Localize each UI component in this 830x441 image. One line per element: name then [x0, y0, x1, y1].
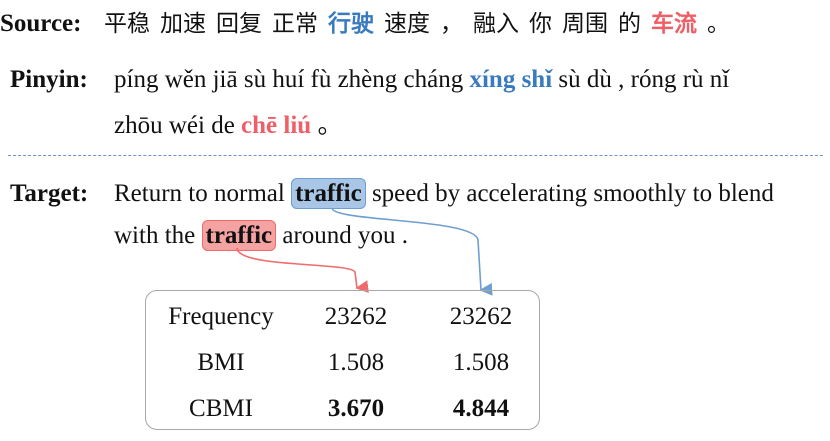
pinyin-text: zhōu wéi de [114, 112, 235, 139]
stat-value-bold: 4.844 [452, 395, 510, 422]
pinyin-row-2: zhōu wéi de chē liú 。 [114, 110, 342, 142]
target-highlight-blue: traffic [291, 178, 366, 209]
stat-value-bold: 3.670 [327, 395, 385, 422]
source-token-highlight-blue: 行驶 [328, 11, 374, 37]
target-row-1: Target: Return to normal traffic speed by… [10, 178, 774, 210]
source-token: 回复 [216, 11, 262, 37]
stat-value: 1.508 [452, 349, 510, 376]
red-arrow [236, 247, 369, 293]
source-token: 融入 [473, 11, 519, 37]
source-token: 正常 [272, 11, 318, 37]
source-token: 周围 [562, 11, 608, 37]
source-row: Source: 平稳加速回复正常行驶速度 ， 融入你周围的车流。 [0, 8, 740, 40]
pinyin-text: 。 [317, 112, 343, 139]
source-token: 你 [529, 11, 552, 37]
pinyin-label: Pinyin: [10, 66, 88, 93]
source-token: 加速 [160, 11, 206, 37]
stat-value: 1.508 [327, 349, 385, 376]
target-text: around you . [282, 222, 409, 249]
pinyin-row-1: Pinyin: píng wěn jiā sù huí fù zhèng chán… [10, 64, 729, 96]
target-row-2: with the traffic around you . [114, 220, 408, 252]
target-text: Return to normal [114, 180, 285, 207]
stat-label-cbmi: CBMI [189, 395, 253, 422]
target-text: speed by accelerating smoothly to blend [371, 180, 774, 207]
stat-value: 23262 [324, 303, 388, 330]
source-token: 的 [618, 11, 641, 37]
source-label: Source: [0, 10, 82, 37]
source-token: 速度 [384, 11, 430, 37]
source-token: 。 [707, 11, 730, 37]
pinyin-text: píng wěn jiā sù huí fù zhèng cháng [114, 66, 464, 93]
source-token: ， [440, 11, 463, 37]
pinyin-text: sù dù , róng rù nǐ [558, 66, 730, 93]
stat-label-bmi: BMI [197, 349, 245, 376]
pinyin-highlight-red: chē liú [241, 112, 312, 139]
pinyin-highlight-blue: xíng shǐ [469, 66, 553, 93]
stats-table: Frequency 23262 23262 BMI 1.508 1.508 CB… [145, 290, 540, 430]
stat-value: 23262 [449, 303, 513, 330]
source-token-highlight-red: 车流 [651, 11, 697, 37]
target-highlight-red: traffic [201, 220, 277, 251]
stat-label-frequency: Frequency [168, 303, 274, 330]
source-token: 平稳 [104, 11, 150, 37]
target-text: with the [114, 222, 196, 249]
dashed-divider [8, 155, 823, 156]
blue-arrow [331, 207, 493, 296]
target-label: Target: [10, 180, 89, 207]
